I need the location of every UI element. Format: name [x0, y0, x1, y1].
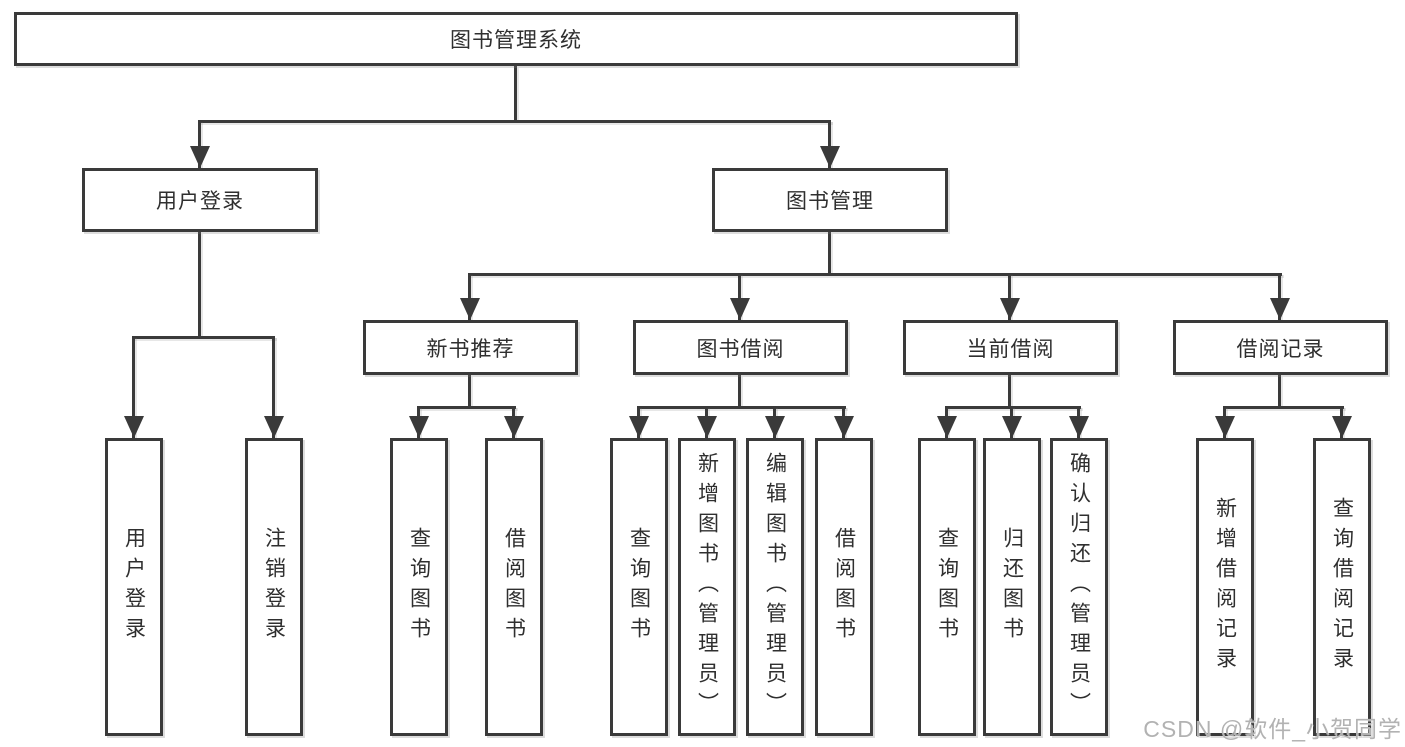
- leaf-label: 编辑图书（管理员）: [763, 452, 787, 722]
- leaf-query-book-borrow: 查询图书: [610, 438, 668, 736]
- leaf-user-login: 用户登录: [105, 438, 163, 736]
- connector-line: [417, 406, 516, 409]
- leaf-query-borrow-record: 查询借阅记录: [1313, 438, 1371, 736]
- node-user-login: 用户登录: [82, 168, 318, 232]
- connector-line: [637, 406, 846, 409]
- node-library-management-system: 图书管理系统: [14, 12, 1018, 66]
- connector-line: [132, 336, 275, 339]
- leaf-label: 新增图书（管理员）: [695, 452, 719, 722]
- connector-line: [468, 273, 1282, 276]
- leaf-label: 查询图书: [627, 527, 651, 647]
- connector-line: [738, 375, 741, 406]
- leaf-label: 查询图书: [407, 527, 431, 647]
- arrowhead-down-icon: [504, 416, 524, 438]
- connector-line: [1278, 273, 1281, 320]
- leaf-label: 确认归还（管理员）: [1067, 452, 1091, 722]
- node-borrow-record: 借阅记录: [1173, 320, 1388, 375]
- arrowhead-down-icon: [937, 416, 957, 438]
- connector-line: [198, 120, 201, 168]
- connector-line: [828, 232, 831, 273]
- connector-line: [945, 406, 1081, 409]
- leaf-label: 查询借阅记录: [1330, 497, 1354, 677]
- connector-line: [272, 336, 275, 438]
- arrowhead-down-icon: [1069, 416, 1089, 438]
- arrowhead-down-icon: [697, 416, 717, 438]
- node-current-borrow: 当前借阅: [903, 320, 1118, 375]
- leaf-label: 借阅图书: [502, 527, 526, 647]
- leaf-label: 归还图书: [1000, 527, 1024, 647]
- connector-line: [514, 66, 517, 120]
- connector-line: [132, 336, 135, 438]
- arrowhead-down-icon: [1332, 416, 1352, 438]
- connector-line: [1008, 375, 1011, 406]
- connector-line: [468, 375, 471, 406]
- node-book-management: 图书管理: [712, 168, 948, 232]
- arrowhead-down-icon: [1215, 416, 1235, 438]
- arrowhead-down-icon: [124, 416, 144, 438]
- arrowhead-down-icon: [1002, 416, 1022, 438]
- leaf-borrow-book-recommend: 借阅图书: [485, 438, 543, 736]
- arrowhead-down-icon: [190, 146, 210, 168]
- arrowhead-down-icon: [1000, 298, 1020, 320]
- arrowhead-down-icon: [834, 416, 854, 438]
- leaf-query-book-current: 查询图书: [918, 438, 976, 736]
- arrowhead-down-icon: [765, 416, 785, 438]
- arrowhead-down-icon: [730, 298, 750, 320]
- leaf-confirm-return-admin: 确认归还（管理员）: [1050, 438, 1108, 736]
- connector-line: [1008, 273, 1011, 320]
- leaf-borrow-book: 借阅图书: [815, 438, 873, 736]
- connector-line: [738, 273, 741, 320]
- connector-line: [1223, 406, 1344, 409]
- leaf-logout: 注销登录: [245, 438, 303, 736]
- connector-line: [468, 273, 471, 320]
- arrowhead-down-icon: [820, 146, 840, 168]
- arrowhead-down-icon: [409, 416, 429, 438]
- connector-line: [199, 120, 831, 123]
- connector-line: [1278, 375, 1281, 406]
- leaf-query-book-recommend: 查询图书: [390, 438, 448, 736]
- leaf-label: 新增借阅记录: [1213, 497, 1237, 677]
- node-new-book-recommend: 新书推荐: [363, 320, 578, 375]
- node-book-borrow: 图书借阅: [633, 320, 848, 375]
- connector-line: [198, 232, 201, 336]
- leaf-label: 查询图书: [935, 527, 959, 647]
- leaf-label: 借阅图书: [832, 527, 856, 647]
- leaf-add-borrow-record: 新增借阅记录: [1196, 438, 1254, 736]
- arrowhead-down-icon: [629, 416, 649, 438]
- leaf-add-book-admin: 新增图书（管理员）: [678, 438, 736, 736]
- arrowhead-down-icon: [1270, 298, 1290, 320]
- leaf-return-book: 归还图书: [983, 438, 1041, 736]
- csdn-watermark: CSDN @软件_小贺同学: [1143, 716, 1402, 742]
- leaf-label: 用户登录: [122, 527, 146, 647]
- arrowhead-down-icon: [460, 298, 480, 320]
- leaf-label: 注销登录: [262, 527, 286, 647]
- connector-line: [828, 120, 831, 168]
- arrowhead-down-icon: [264, 416, 284, 438]
- leaf-edit-book-admin: 编辑图书（管理员）: [746, 438, 804, 736]
